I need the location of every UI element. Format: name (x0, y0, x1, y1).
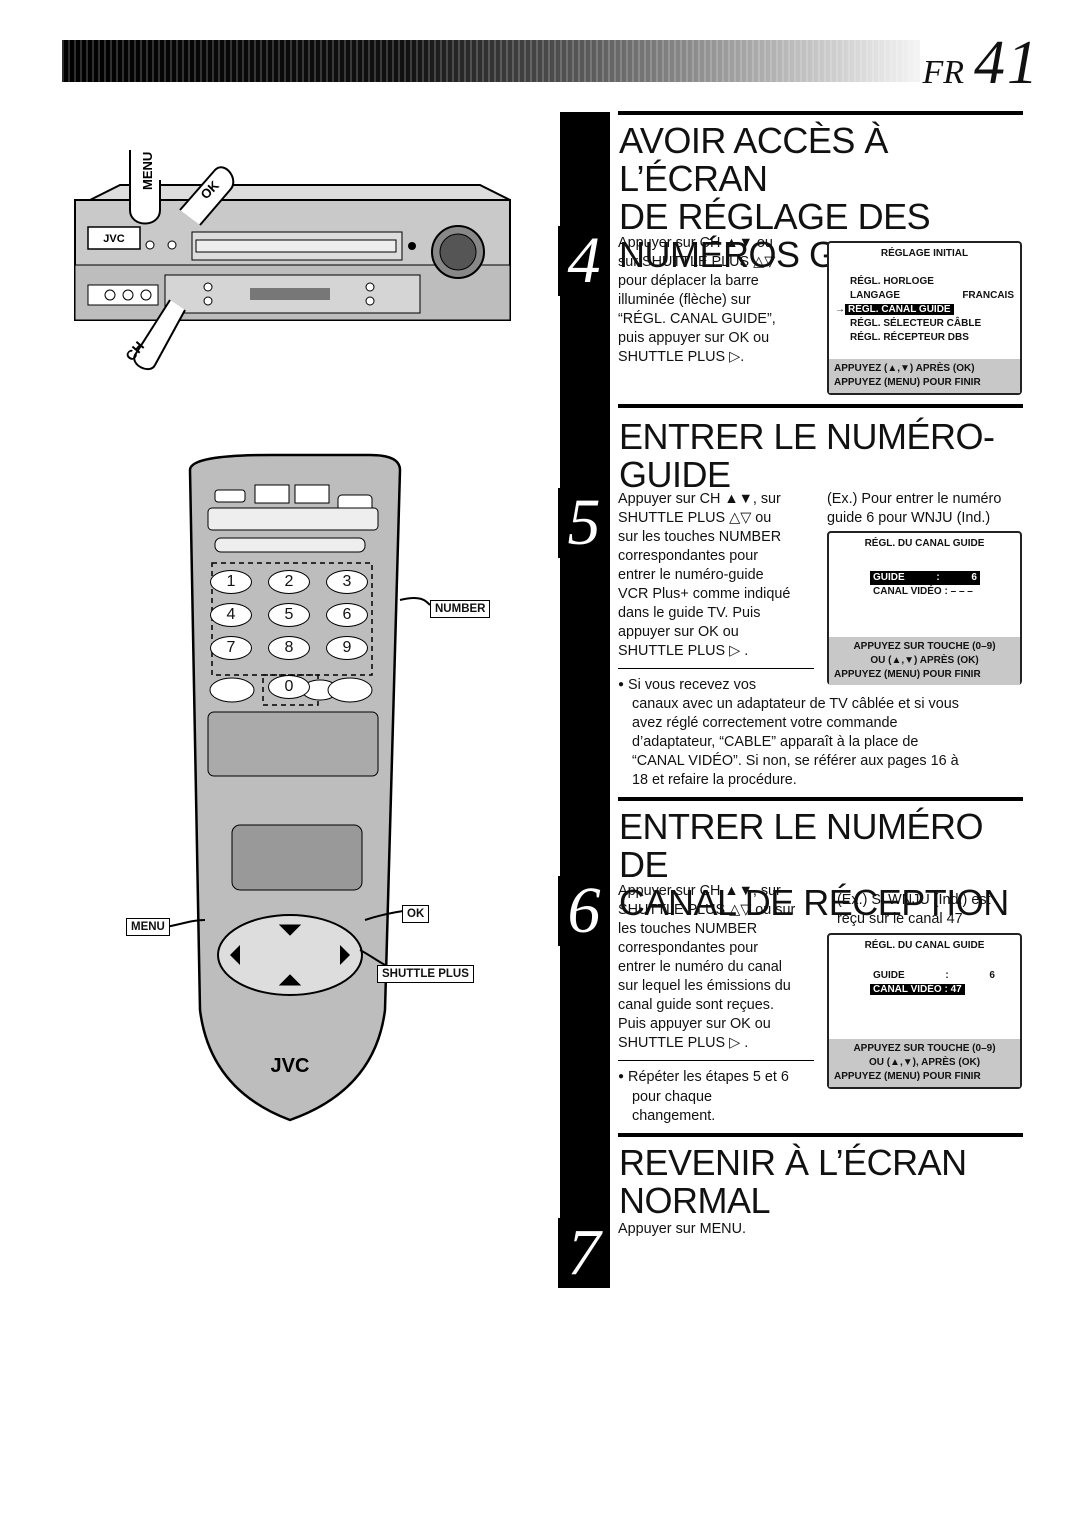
text-line: Appuyer sur CH ▲▼, sur (618, 883, 781, 899)
step5-note-first: Si vous recevez vos (618, 676, 756, 696)
remote-illustration: JVC (159, 453, 431, 1122)
menu-callout: MENU (126, 918, 170, 936)
text-line: Appuyer sur CH ▲▼ ou (618, 235, 773, 251)
text-line: correspondantes pour (618, 940, 758, 956)
step-number-6: 6 (558, 876, 610, 946)
step-column (560, 112, 610, 1282)
step-number-5: 5 (558, 488, 610, 558)
step6-example: (Ex.) Si WNJU (Ind.) est reçu sur le can… (837, 892, 991, 927)
vcr-illustration: JVC MENU OK CH (74, 150, 511, 371)
remote-brand: JVC (271, 1055, 310, 1077)
text-line: SHUTTLE PLUS △▽ ou sur (618, 902, 796, 918)
step5-divider (618, 668, 814, 669)
language-code: FR (922, 54, 964, 91)
page-number: FR 41 (922, 28, 1040, 99)
step-number-4: 4 (558, 226, 610, 296)
text-line: dans le guide TV. Puis (618, 605, 761, 621)
text-line: entrer le numéro du canal (618, 959, 782, 975)
step6-divider (618, 1060, 814, 1061)
rule-step4 (618, 111, 1023, 115)
vcr-menu-label: MENU (140, 152, 155, 190)
step-number-7: 7 (558, 1218, 610, 1288)
text-line: les touches NUMBER (618, 921, 758, 937)
text-line: entrer le numéro-guide (618, 567, 764, 583)
remote-key: 1 (210, 570, 252, 594)
step4-text: Appuyer sur CH ▲▼ ou sur SHUTTLE PLUS △▽ p… (618, 234, 818, 367)
text-line: correspondantes pour (618, 548, 758, 564)
remote-key: 0 (268, 675, 310, 699)
header-bar (62, 40, 920, 82)
remote-key: 2 (268, 570, 310, 594)
text-line: SHUTTLE PLUS △▽ ou (618, 510, 772, 526)
remote-key: 3 (326, 570, 368, 594)
osd-highlight: RÉGL. CANAL GUIDE (845, 304, 954, 315)
remote-key: 6 (326, 603, 368, 627)
remote-key: 4 (210, 603, 252, 627)
vcr-brand: JVC (103, 233, 124, 245)
text-line: puis appuyer sur OK ou (618, 330, 770, 346)
text-line: Appuyer sur CH ▲▼, sur (618, 491, 781, 507)
step5-note: canaux avec un adaptateur de TV câblée e… (632, 696, 959, 788)
step5-example: (Ex.) Pour entrer le numéro guide 6 pour… (827, 491, 1002, 526)
remote-key: 9 (326, 636, 368, 660)
page-num: 41 (974, 29, 1040, 97)
text-line: sur lequel les émissions du (618, 978, 791, 994)
number-callout: NUMBER (430, 600, 491, 618)
remote-key: 8 (268, 636, 310, 660)
text-line: SHUTTLE PLUS ▷ . (618, 1035, 749, 1051)
text-line: Puis appuyer sur OK ou (618, 1016, 771, 1032)
text-line: canal guide sont reçues. (618, 997, 774, 1013)
step7-text: Appuyer sur MENU. (618, 1221, 746, 1237)
remote-key: 7 (210, 636, 252, 660)
step6-note: Répéter les étapes 5 et 6 pour chaque ch… (618, 1068, 818, 1126)
shuttle-callout: SHUTTLE PLUS (377, 965, 474, 983)
ok-callout: OK (402, 905, 430, 923)
text-line: sur les touches NUMBER (618, 529, 782, 545)
step6-heading: ENTRER LE NUMÉRO DE CANAL DE RÉCEPTION (619, 806, 1009, 923)
step7-heading: REVENIR À L’ÉCRAN NORMAL (619, 1142, 967, 1221)
text-line: sur SHUTTLE PLUS △▽ (618, 254, 776, 270)
step5-heading: ENTRER LE NUMÉRO- GUIDE (619, 416, 995, 495)
step5-osd: RÉGL. DU CANAL GUIDE GUIDE:6 CANAL VIDÉO… (827, 531, 1022, 685)
text-line: VCR Plus+ comme indiqué (618, 586, 791, 602)
step6-osd: RÉGL. DU CANAL GUIDE GUIDE:6 CANAL VIDÉO… (827, 933, 1022, 1089)
text-line: “RÉGL. CANAL GUIDE”, (618, 311, 776, 327)
text-line: illuminée (flèche) sur (618, 292, 751, 308)
rule-step6 (618, 797, 1023, 801)
step4-heading: AVOIR ACCÈS À L’ÉCRAN DE RÉGLAGE DES NUM… (619, 120, 945, 275)
remote-key: 5 (268, 603, 310, 627)
arrow-icon: → (835, 304, 845, 315)
rule-step5 (618, 404, 1023, 408)
text-line: SHUTTLE PLUS ▷ . (618, 643, 749, 659)
text-line: SHUTTLE PLUS ▷. (618, 349, 745, 365)
text-line: appuyer sur OK ou (618, 624, 739, 640)
rule-step7 (618, 1133, 1023, 1137)
text-line: pour déplacer la barre (618, 273, 759, 289)
